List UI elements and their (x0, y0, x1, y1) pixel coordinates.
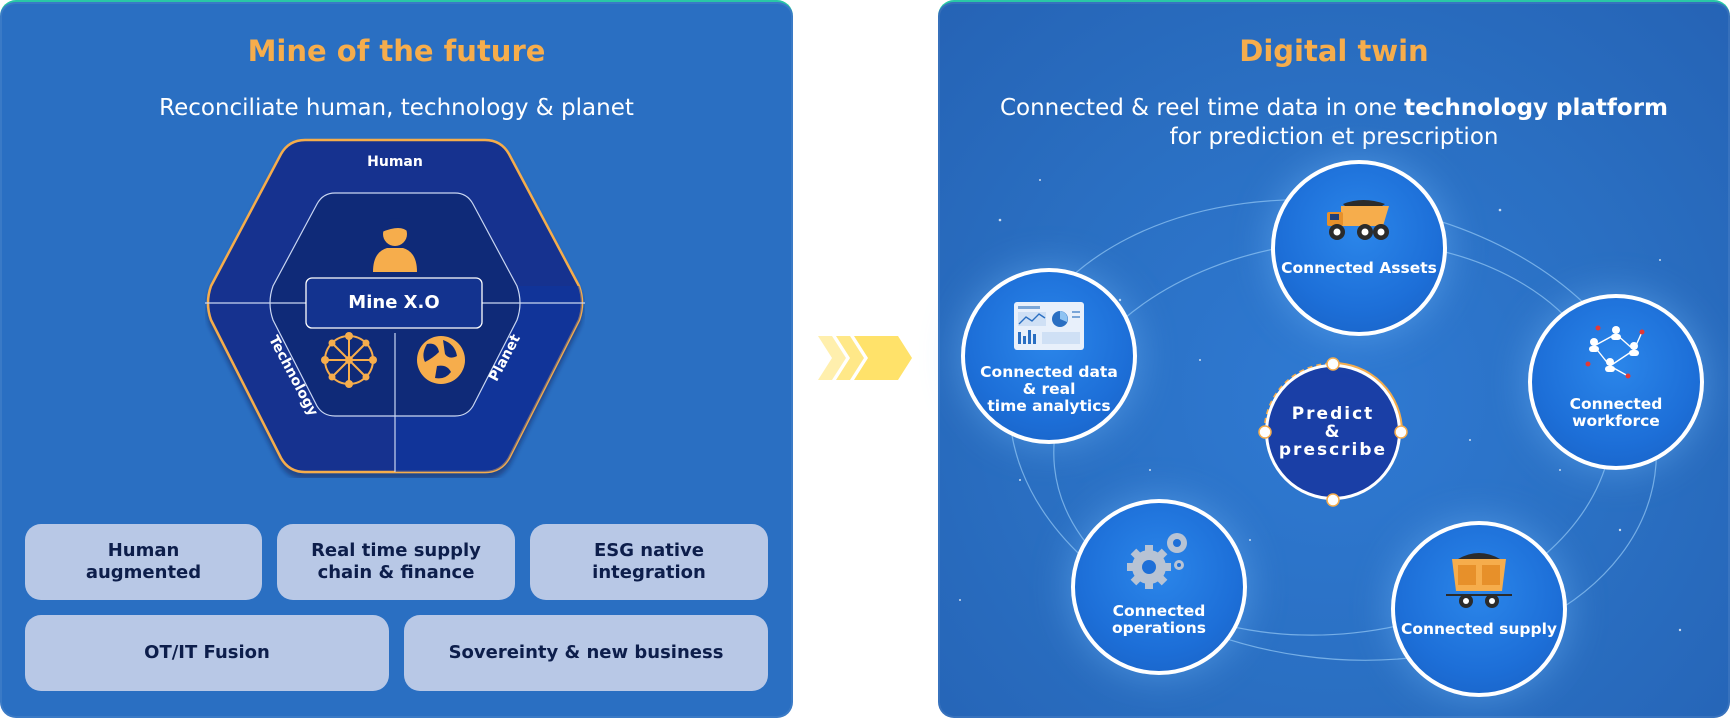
panel-title-digital-twin: Digital twin (1239, 34, 1429, 68)
node-connected-supply: Connected supply (1391, 521, 1567, 697)
node-connected-workforce: Connected workforce (1528, 294, 1704, 470)
node-label-assets: Connected Assets (1281, 259, 1437, 277)
panel-subtitle-mine: Reconciliate human, technology & planet (159, 95, 634, 121)
network-sphere-icon (321, 332, 377, 388)
panel-subtitle-digital-twin: Connected & reel time data in one techno… (938, 94, 1730, 152)
predict-prescribe-center: Predict & prescribe (1265, 364, 1401, 500)
mine-xo-label: Mine X.O (348, 292, 440, 313)
dump-truck-icon (1327, 200, 1389, 240)
node-connected-operations: Connected operations (1071, 499, 1247, 675)
predict-ring-dots (1258, 357, 1408, 507)
dashboard-icon (1014, 302, 1084, 350)
center-label-box (305, 277, 483, 329)
human-label: Human (367, 154, 423, 170)
box-ot-it-fusion: OT/IT Fusion (25, 615, 389, 691)
box-real-time-supply: Real time supply chain & finance (277, 524, 515, 600)
globe-icon (417, 336, 465, 384)
panel-title-mine: Mine of the future (247, 34, 546, 68)
subtitle-part1: Connected & reel time data in one (999, 95, 1405, 121)
box-sovereinty: Sovereinty & new business (404, 615, 768, 691)
subtitle-bold: technology platform (1404, 95, 1669, 121)
network-people-icon (1585, 325, 1645, 379)
node-label-supply: Connected supply (1400, 620, 1558, 638)
gears-icon (1127, 533, 1187, 589)
box-human-augmented: Human augmented (25, 524, 262, 600)
node-label-data: Connected data & real time analytics (980, 363, 1118, 415)
box-esg-native: ESG native integration (530, 524, 768, 600)
node-label-operations: Connected operations (1112, 602, 1206, 637)
node-connected-data: Connected data & real time analytics (961, 268, 1137, 444)
chevron-arrow-icon (818, 336, 912, 380)
person-icon (373, 218, 417, 272)
mine-cart-icon (1446, 553, 1512, 608)
node-label-workforce: Connected workforce (1569, 395, 1663, 430)
node-connected-assets: Connected Assets (1271, 160, 1447, 336)
subtitle-line2: for prediction et prescription (1169, 124, 1499, 150)
hexagon-diagram (205, 138, 585, 474)
